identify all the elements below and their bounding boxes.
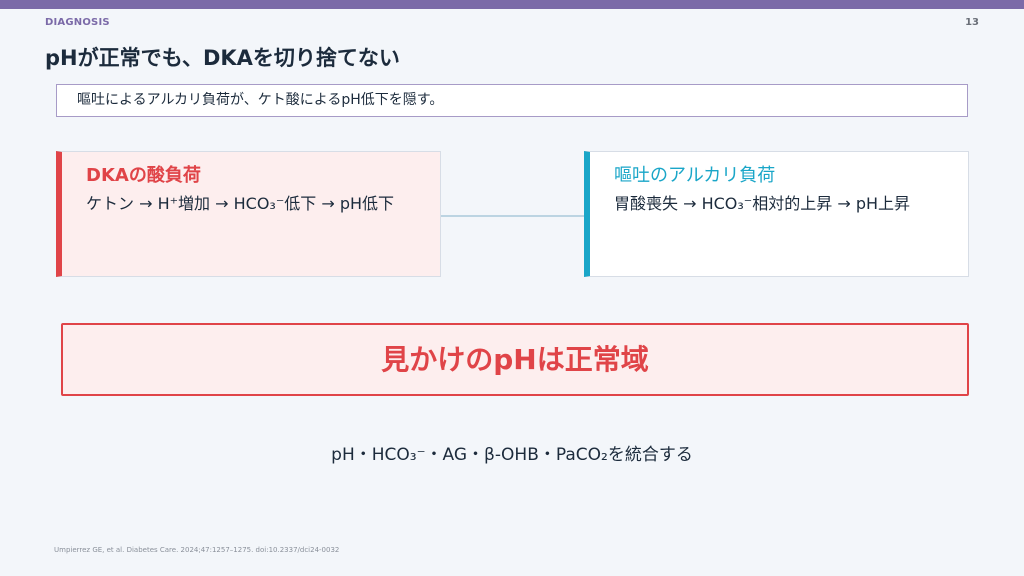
vomiting-alkali-load-card: 嘔吐のアルカリ負荷 胃酸喪失 → HCO₃⁻相対的上昇 → pH上昇 bbox=[584, 151, 969, 277]
subtitle-box: 嘔吐によるアルカリ負荷が、ケト酸によるpH低下を隠す。 bbox=[56, 84, 968, 117]
section-label: DIAGNOSIS bbox=[45, 17, 110, 28]
apparent-normal-ph-box: 見かけのpHは正常域 bbox=[61, 323, 969, 396]
dka-acid-load-title: DKAの酸負荷 bbox=[86, 165, 201, 186]
slide-title: pHが正常でも、DKAを切り捨てない bbox=[45, 46, 400, 70]
vomiting-alkali-load-body: 胃酸喪失 → HCO₃⁻相対的上昇 → pH上昇 bbox=[614, 194, 911, 213]
citation: Umpierrez GE, et al. Diabetes Care. 2024… bbox=[54, 546, 340, 554]
vomiting-alkali-load-title: 嘔吐のアルカリ負荷 bbox=[614, 165, 776, 186]
dka-acid-load-card: DKAの酸負荷 ケトン → H⁺増加 → HCO₃⁻低下 → pH低下 bbox=[56, 151, 441, 277]
dka-acid-load-body: ケトン → H⁺増加 → HCO₃⁻低下 → pH低下 bbox=[86, 194, 395, 213]
top-accent-bar bbox=[0, 0, 1024, 9]
page-number: 13 bbox=[965, 17, 979, 28]
card-connector-line bbox=[441, 215, 584, 217]
integrate-parameters-text: pH・HCO₃⁻・AG・β-OHB・PaCO₂を統合する bbox=[331, 445, 693, 465]
